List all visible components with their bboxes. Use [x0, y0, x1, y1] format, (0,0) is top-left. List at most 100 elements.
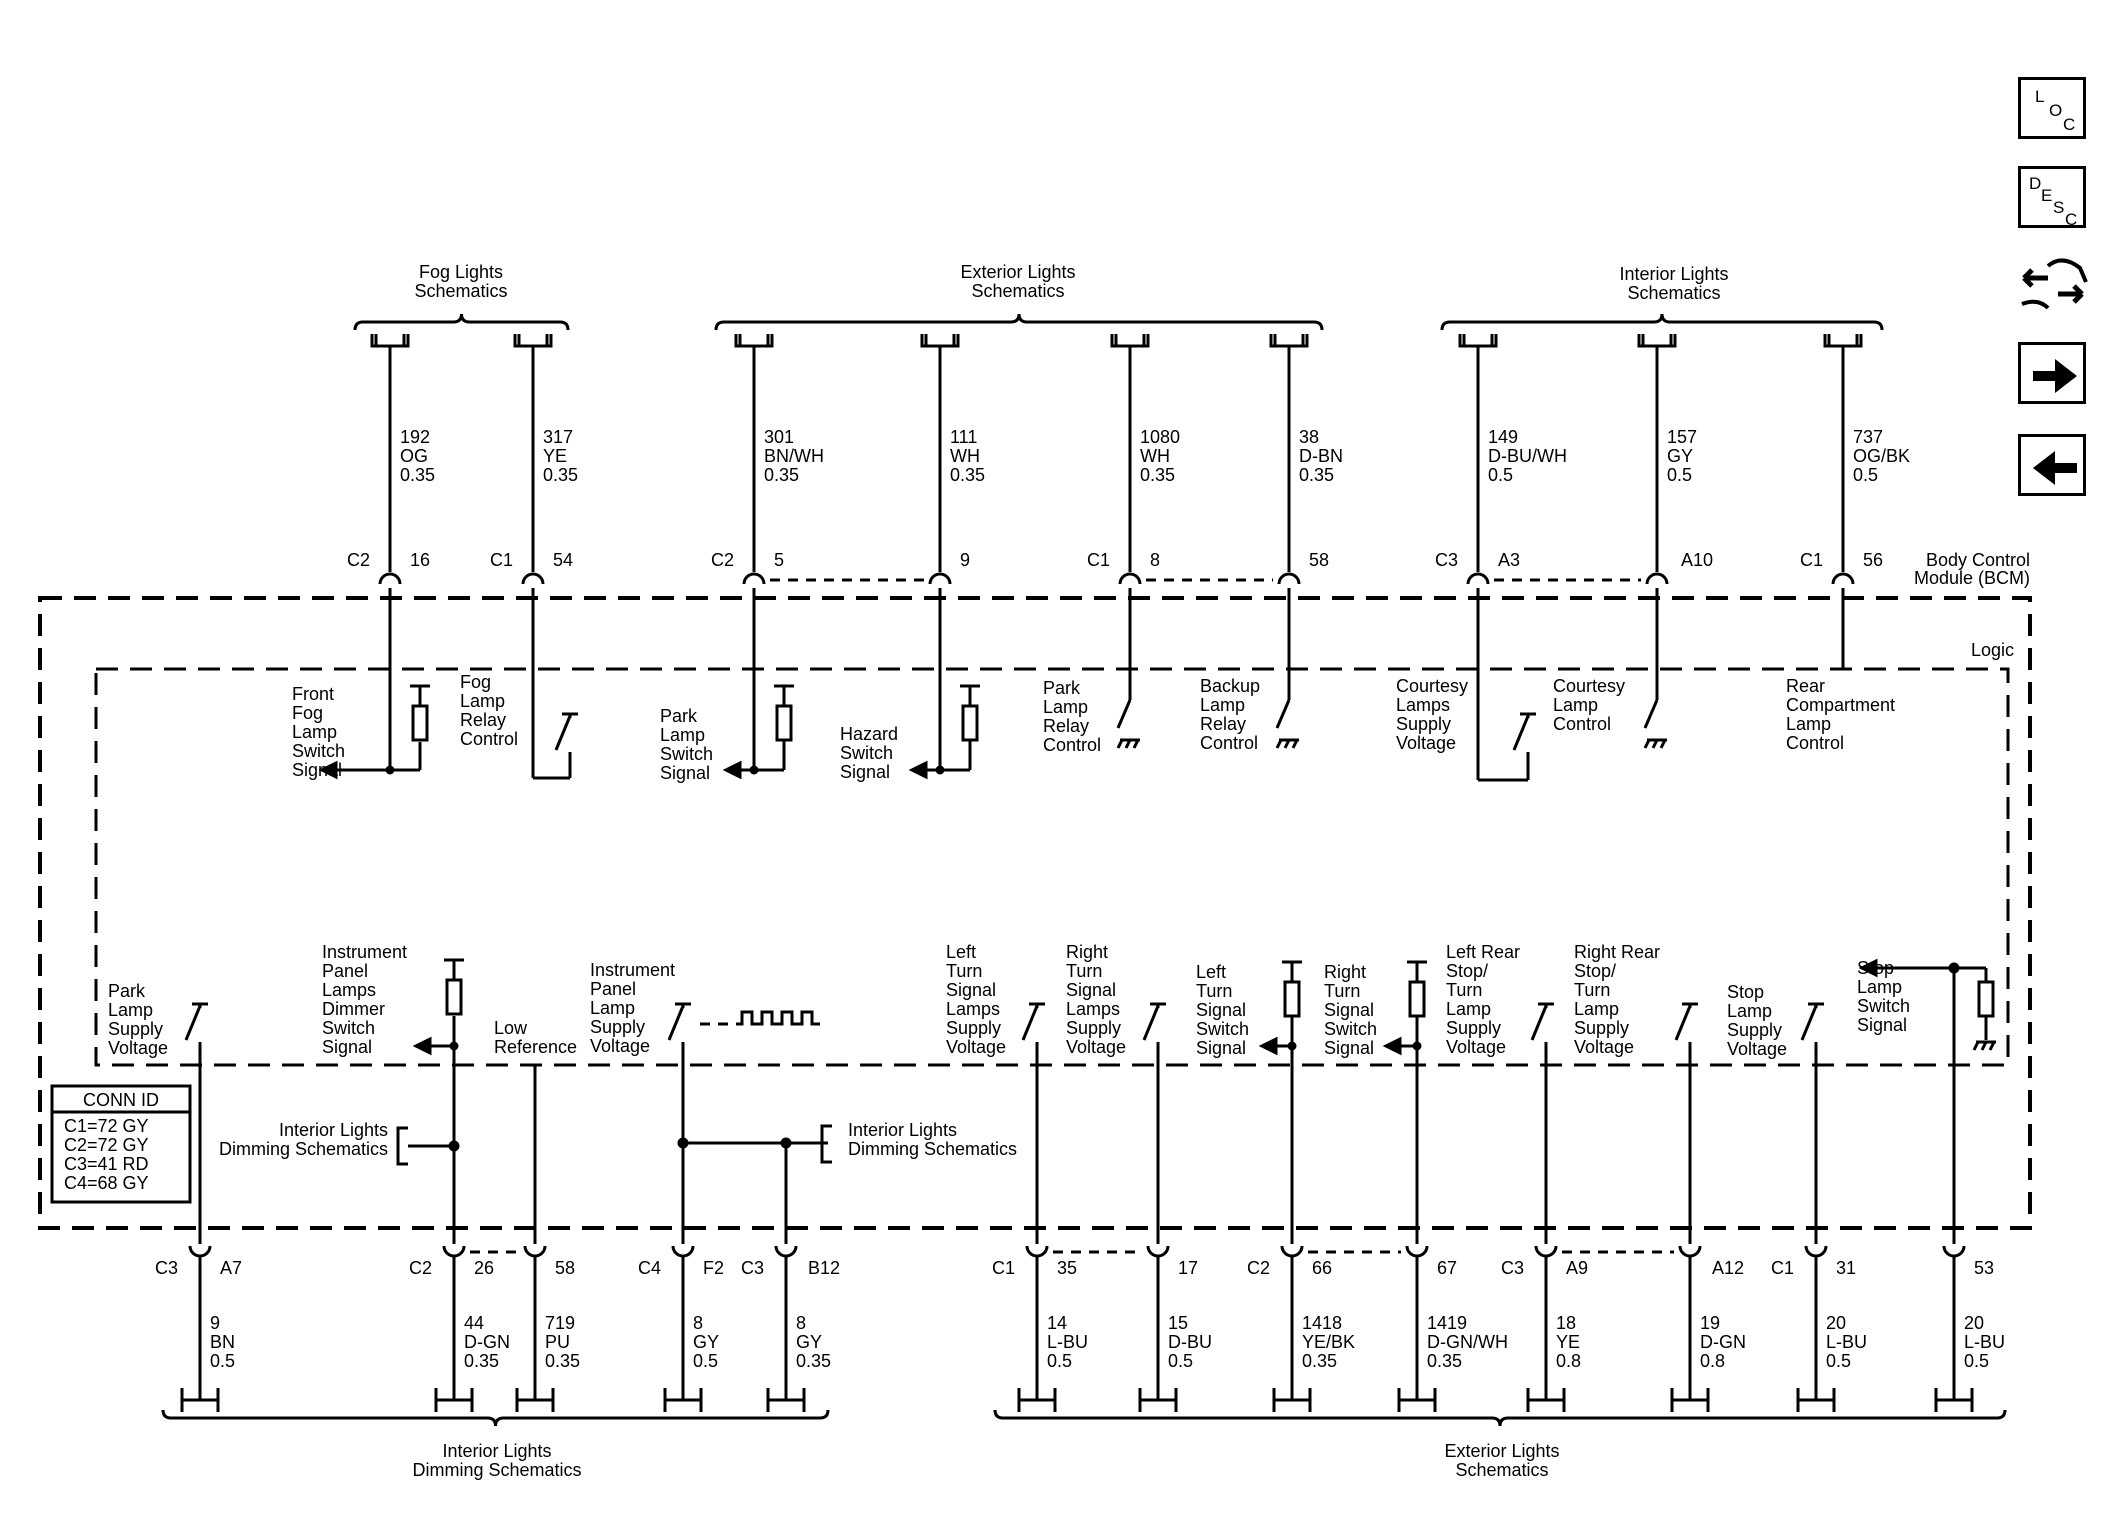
description-button[interactable]: D E S C — [2018, 166, 2086, 229]
label-backup-lamp-relay-control: Relay — [1200, 714, 1246, 734]
group-title-exterior-bottom: Exterior Lights — [1444, 1441, 1559, 1461]
pin-number: 17 — [1178, 1258, 1198, 1278]
arrow — [722, 760, 742, 780]
arrow — [1382, 1036, 1402, 1056]
wire-color: BN/WH — [764, 446, 824, 466]
harness-terminal — [180, 1388, 220, 1402]
wire-color: D-BN — [1299, 446, 1343, 466]
label-instrument-panel-lamps-dimmer-switch-signal: Signal — [322, 1037, 372, 1057]
label-left-rear-stop-turn-lamp-supply-voltage: Supply — [1446, 1018, 1501, 1038]
connector-pin — [1678, 1245, 1702, 1258]
junction — [1287, 1041, 1297, 1051]
label-park-lamp-supply-voltage: Lamp — [108, 1000, 153, 1020]
harness-terminal — [1641, 334, 1673, 346]
harness-terminal — [1017, 1388, 1057, 1402]
harness-terminal — [1670, 1400, 1710, 1412]
harness-terminal — [663, 1400, 703, 1412]
label-right-rear-stop-turn-lamp-supply-voltage: Voltage — [1574, 1037, 1634, 1057]
group-title-interior-dimming: Dimming Schematics — [412, 1460, 581, 1480]
wire-color: OG/BK — [1853, 446, 1910, 466]
wire-color: WH — [1140, 446, 1170, 466]
harness-terminal — [1934, 1400, 1974, 1412]
label-left-rear-stop-turn-lamp-supply-voltage: Left Rear — [1446, 942, 1520, 962]
circuit-number: 15 — [1168, 1313, 1188, 1333]
wire-gauge: 0.5 — [1826, 1351, 1851, 1371]
label-instrument-panel-lamp-supply-voltage: Supply — [590, 1017, 645, 1037]
connector-id: C2 — [409, 1258, 432, 1278]
circuit-number: 38 — [1299, 427, 1319, 447]
label-hazard-switch-signal: Hazard — [840, 724, 898, 744]
label-park-lamp-switch-signal: Switch — [660, 744, 713, 764]
svg-text:S: S — [2053, 198, 2064, 217]
label-stop-lamp-supply-voltage: Lamp — [1727, 1001, 1772, 1021]
module-name: Module (BCM) — [1914, 568, 2030, 588]
ground — [1972, 1041, 1980, 1051]
label-right-turn-signal-lamps-supply-voltage: Signal — [1066, 980, 1116, 1000]
pin-number: A12 — [1712, 1258, 1744, 1278]
label-right-rear-stop-turn-lamp-supply-voltage: Supply — [1574, 1018, 1629, 1038]
label-fog-lamp-relay-control: Fog — [460, 672, 491, 692]
label-backup-lamp-relay-control: Backup — [1200, 676, 1260, 696]
wire-color: WH — [950, 446, 980, 466]
harness-terminal — [663, 1388, 703, 1402]
label-left-rear-stop-turn-lamp-supply-voltage: Voltage — [1446, 1037, 1506, 1057]
previous-page-button[interactable] — [2018, 434, 2086, 496]
label-park-lamp-switch-signal: Signal — [660, 763, 710, 783]
label-park-lamp-switch-signal: Lamp — [660, 725, 705, 745]
circuit-number: 9 — [210, 1313, 220, 1333]
wire-color: YE — [1556, 1332, 1580, 1352]
label-left-turn-signal-switch-signal: Switch — [1196, 1019, 1249, 1039]
switch — [1021, 1005, 1039, 1041]
harness-terminal — [1272, 1388, 1312, 1402]
circuit-number: 8 — [693, 1313, 703, 1333]
wire — [1643, 699, 1659, 729]
conn-id-row: C2=72 GY — [64, 1135, 149, 1155]
label-right-rear-stop-turn-lamp-supply-voltage: Turn — [1574, 980, 1610, 1000]
label-instrument-panel-lamp-supply-voltage: Panel — [590, 979, 636, 999]
group-brace — [993, 1409, 2007, 1427]
wire-gauge: 0.35 — [543, 465, 578, 485]
label-instrument-panel-lamps-dimmer-switch-signal: Panel — [322, 961, 368, 981]
connector-id: C2 — [1247, 1258, 1270, 1278]
label-low-reference: Low — [494, 1018, 528, 1038]
pin-number: A9 — [1566, 1258, 1588, 1278]
label-right-turn-signal-switch-signal: Switch — [1324, 1019, 1377, 1039]
arrow — [318, 760, 338, 780]
label-right-rear-stop-turn-lamp-supply-voltage: Lamp — [1574, 999, 1619, 1019]
connector-view-icon[interactable] — [2018, 252, 2088, 322]
junction — [449, 1041, 459, 1051]
wire-gauge: 0.5 — [693, 1351, 718, 1371]
circuit-number: 1418 — [1302, 1313, 1342, 1333]
label-stop-lamp-switch-signal: Signal — [1857, 1015, 1907, 1035]
connector-id: C3 — [155, 1258, 178, 1278]
next-page-button[interactable] — [2018, 342, 2086, 404]
label-hazard-switch-signal: Signal — [840, 762, 890, 782]
label-left-turn-signal-lamps-supply-voltage: Turn — [946, 961, 982, 981]
label-right-turn-signal-lamps-supply-voltage: Lamps — [1066, 999, 1120, 1019]
connector-pin — [928, 572, 952, 585]
harness-terminal — [434, 1400, 474, 1412]
location-button[interactable]: L O C — [2018, 77, 2086, 139]
group-brace — [1440, 313, 1884, 331]
svg-text:C: C — [2063, 115, 2075, 134]
connector-pin — [1942, 1245, 1966, 1258]
connector-pin — [1466, 572, 1490, 585]
wire-color: OG — [400, 446, 428, 466]
wire-color: D-GN — [1700, 1332, 1746, 1352]
group-title-exterior-top: Schematics — [971, 281, 1064, 301]
group-title-exterior-bottom: Schematics — [1455, 1460, 1548, 1480]
wire-gauge: 0.35 — [796, 1351, 831, 1371]
label-courtesy-lamp-control: Control — [1553, 714, 1611, 734]
junction — [677, 1137, 689, 1149]
arrow — [412, 1036, 432, 1056]
harness-terminal — [1017, 1400, 1057, 1412]
resistor — [1408, 980, 1426, 1018]
connector-pin — [1025, 1245, 1049, 1258]
wire-color: GY — [796, 1332, 822, 1352]
circuit-number: 8 — [796, 1313, 806, 1333]
bcm-boundary — [38, 596, 2032, 1230]
harness-terminal — [374, 334, 406, 346]
circuit-number: 14 — [1047, 1313, 1067, 1333]
wire-color: PU — [545, 1332, 570, 1352]
pin-number: 16 — [410, 550, 430, 570]
